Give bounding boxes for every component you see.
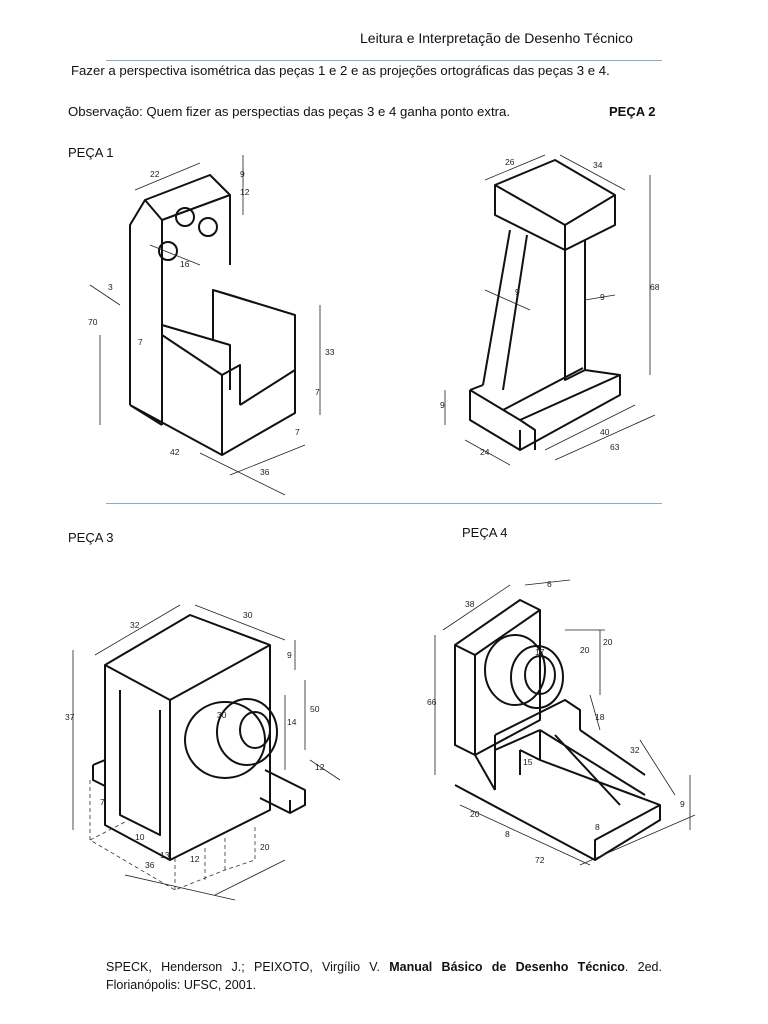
reference-book-title: Manual Básico de Desenho Técnico: [389, 960, 625, 974]
piece-1-label: PEÇA 1: [68, 145, 114, 160]
p4-dim: 32: [630, 745, 640, 755]
p2-dim: 24: [480, 447, 490, 457]
piece-4-outline: [454, 599, 661, 861]
p2-dim: 68: [650, 282, 660, 292]
reference-publisher: . 2ed. Florianópolis: UFSC, 2001.: [106, 960, 662, 992]
p2-dim: 26: [505, 157, 515, 167]
piece-3-outline: [92, 614, 306, 861]
piece-4-label: PEÇA 4: [462, 525, 508, 540]
p1-dim: 36: [260, 467, 270, 477]
p4-dim: 20: [470, 809, 480, 819]
p2-dim: 63: [610, 442, 620, 452]
piece-2-dimension-lines: [444, 154, 656, 466]
p1-dim: 33: [325, 347, 335, 357]
p3-dim: 10: [135, 832, 145, 842]
piece-3-dimension-values: 32 30 9 37 30 50 14 12 7 10 13 12 20 36: [65, 610, 325, 870]
p4-dim: 17: [535, 647, 545, 657]
p1-dim: 9: [240, 169, 245, 179]
p3-dim: 14: [287, 717, 297, 727]
p3-dim: 32: [130, 620, 140, 630]
p1-dim: 7: [138, 337, 143, 347]
piece-2-dimension-values: 26 34 9 9 68 9 24 40 63: [440, 157, 660, 457]
p1-dim: 16: [180, 259, 190, 269]
piece-2-outline: [469, 159, 621, 451]
p3-dim: 30: [243, 610, 253, 620]
p3-dim: 50: [310, 704, 320, 714]
piece-3-label: PEÇA 3: [68, 530, 114, 545]
p3-dim: 20: [260, 842, 270, 852]
p4-dim: 15: [523, 757, 533, 767]
p3-dim: 7: [100, 797, 105, 807]
p3-dim: 12: [315, 762, 325, 772]
piece-1-drawing: 22 9 12 3 16 70 7 33 7 7 42 36: [88, 155, 335, 496]
bibliographic-reference: SPECK, Henderson J.; PEIXOTO, Virgílio V…: [106, 958, 662, 994]
p4-dim: 20: [603, 637, 613, 647]
p4-dim: 9: [680, 799, 685, 809]
p1-dim: 7: [315, 387, 320, 397]
reference-authors: SPECK, Henderson J.; PEIXOTO, Virgílio V…: [106, 960, 390, 974]
p4-dim: 8: [505, 829, 510, 839]
piece-1-dimension-lines: [89, 155, 321, 496]
instruction-text: Fazer a perspectiva isométrica das peças…: [71, 63, 610, 78]
p4-dim: 6: [547, 579, 552, 589]
p4-dim: 18: [595, 712, 605, 722]
piece-3-drawing: 32 30 9 37 30 50 14 12 7 10 13 12 20 36: [65, 604, 341, 901]
p3-dim: 37: [65, 712, 75, 722]
p4-dim: 8: [595, 822, 600, 832]
piece-3-hidden-lines: [89, 780, 256, 891]
document-header-title: Leitura e Interpretação de Desenho Técni…: [360, 30, 633, 46]
piece-2-label: PEÇA 2: [609, 104, 656, 119]
piece-2-drawing: 26 34 9 9 68 9 24 40 63: [440, 154, 660, 466]
p4-dim: 72: [535, 855, 545, 865]
piece-3-dimension-lines: [72, 604, 341, 901]
p3-dim: 30: [217, 710, 227, 720]
piece-1-outline: [129, 174, 296, 456]
piece-4-dimension-lines: [434, 579, 696, 866]
section-divider: [106, 503, 662, 504]
p3-dim: 12: [190, 854, 200, 864]
p1-dim: 7: [295, 427, 300, 437]
p1-dim: 22: [150, 169, 160, 179]
p2-dim: 9: [440, 400, 445, 410]
p4-dim: 38: [465, 599, 475, 609]
p2-dim: 9: [600, 292, 605, 302]
p4-dim: 20: [580, 645, 590, 655]
p3-dim: 13: [160, 850, 170, 860]
piece-4-drawing: 38 6 17 20 20 66 18 32 15 9 8 20 8 72: [427, 579, 696, 866]
p3-dim: 9: [287, 650, 292, 660]
p2-dim: 9: [515, 287, 520, 297]
observation-text: Observação: Quem fizer as perspectias da…: [68, 104, 511, 119]
piece-4-dimension-values: 38 6 17 20 20 66 18 32 15 9 8 20 8 72: [427, 579, 685, 865]
p1-dim: 70: [88, 317, 98, 327]
p1-dim: 3: [108, 282, 113, 292]
p2-dim: 40: [600, 427, 610, 437]
p3-dim: 36: [145, 860, 155, 870]
header-divider: [106, 60, 662, 61]
p1-dim: 42: [170, 447, 180, 457]
p1-dim: 12: [240, 187, 250, 197]
p2-dim: 34: [593, 160, 603, 170]
p4-dim: 66: [427, 697, 437, 707]
piece-1-dimension-values: 22 9 12 3 16 70 7 33 7 7 42 36: [88, 169, 335, 477]
